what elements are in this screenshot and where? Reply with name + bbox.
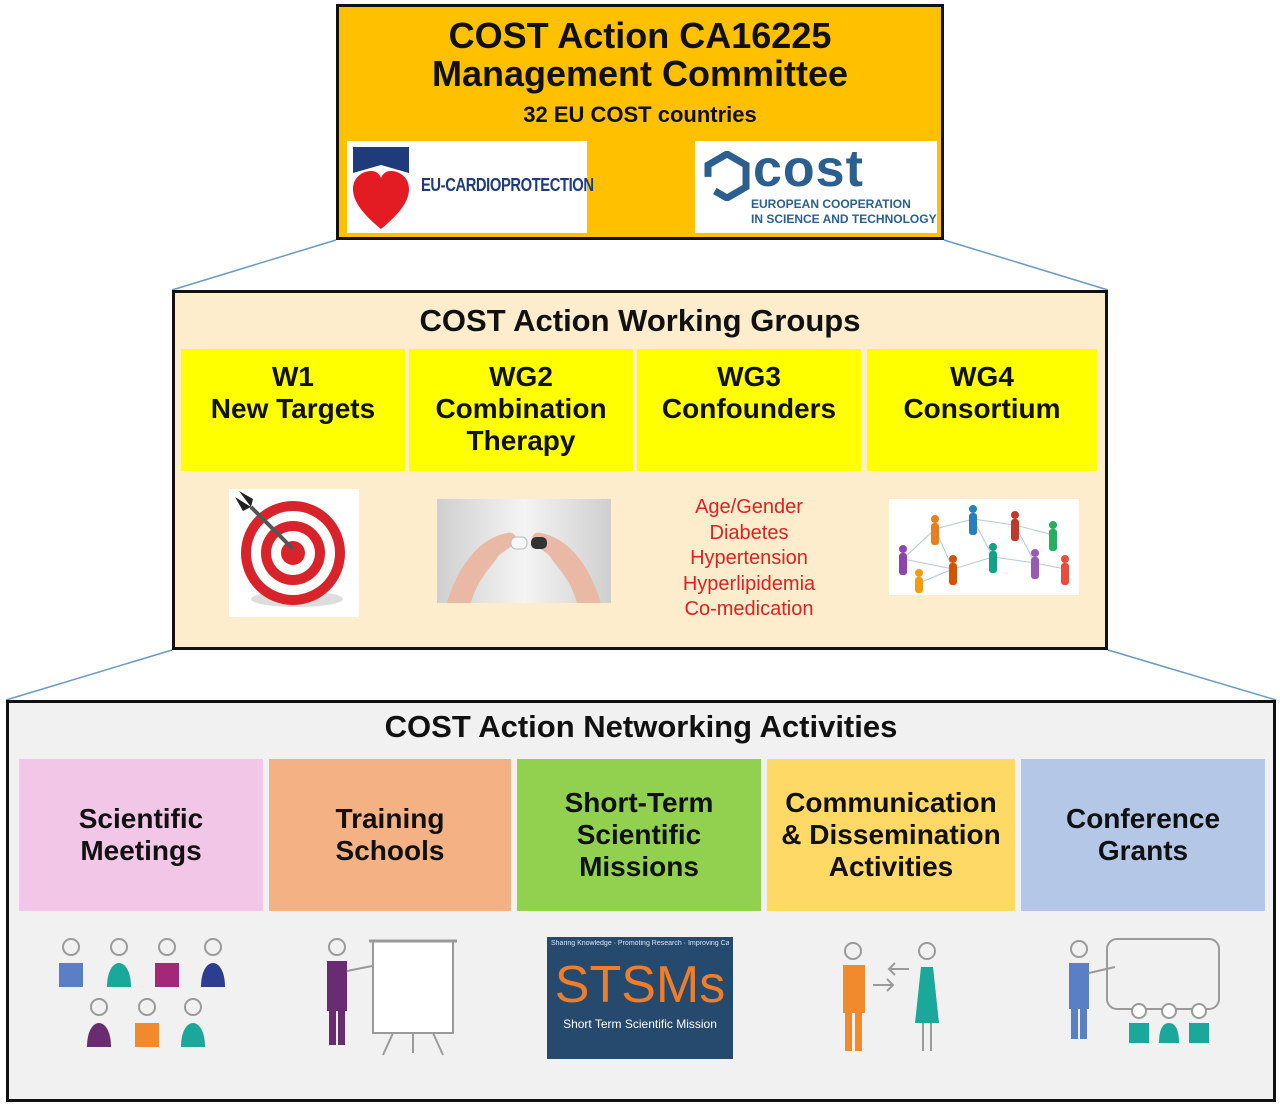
target-dart-image xyxy=(229,489,359,617)
activity-label: Scientific xyxy=(78,803,204,834)
heart-icon xyxy=(353,147,409,229)
activity-label: Activities xyxy=(828,851,954,882)
stsm-card: Sharing Knowledge · Promoting Research ·… xyxy=(547,937,733,1059)
confounder-item: Co-medication xyxy=(684,598,814,620)
mc-title-line1: COST Action CA16225 xyxy=(448,15,832,56)
wg2-code: WG2 xyxy=(489,361,553,392)
networking-activities-box: COST Action Networking Activities Scient… xyxy=(6,700,1276,1102)
activity-label: Communication xyxy=(785,787,997,818)
cost-logo-sub2: IN SCIENCE AND TECHNOLOGY xyxy=(751,212,937,226)
mc-title-line2: Management Committee xyxy=(431,53,849,94)
activity-label: Conference xyxy=(1065,803,1221,834)
wg2-name-line2: Therapy xyxy=(466,425,576,456)
confounder-item: Hyperlipidemia xyxy=(682,572,816,595)
stsm-big-text: STSMs xyxy=(554,956,726,1014)
wg2-cell: WG2 Combination Therapy xyxy=(409,349,633,471)
pills-icon xyxy=(437,499,611,603)
activity-label: & Dissemination xyxy=(781,819,1001,850)
eu-cardioprotection-logo: EU-CARDIOPROTECTION xyxy=(347,141,594,233)
wg1-code: W1 xyxy=(272,361,314,392)
cost-hexagon-icon xyxy=(704,151,750,201)
activity-label: Training xyxy=(335,803,445,834)
activity-communication-dissemination: Communication & Dissemination Activities xyxy=(767,759,1015,911)
cost-logo-text: cost xyxy=(753,140,864,198)
mc-subtitle: 32 EU COST countries xyxy=(523,102,757,127)
activity-scientific-meetings: Scientific Meetings xyxy=(19,759,263,911)
wg4-cell: WG4 Consortium xyxy=(867,349,1097,471)
activity-label: Scientific xyxy=(576,819,702,850)
networking-activities-title: COST Action Networking Activities xyxy=(384,709,898,744)
network-people-icon xyxy=(899,505,1069,593)
wg3-cell: WG3 Confounders xyxy=(637,349,861,471)
cost-logo-sub1: EUROPEAN COOPERATION xyxy=(751,197,911,211)
working-groups-title: COST Action Working Groups xyxy=(419,303,861,338)
network-people-image xyxy=(889,499,1079,595)
wg4-name: Consortium xyxy=(903,393,1061,424)
confounders-list: Age/Gender Diabetes Hypertension Hyperli… xyxy=(637,495,861,623)
activity-training-schools: Training Schools xyxy=(269,759,511,911)
cost-logo: cost EUROPEAN COOPERATION IN SCIENCE AND… xyxy=(695,140,937,233)
target-icon xyxy=(235,491,345,607)
activity-label: Short-Term xyxy=(564,787,714,818)
presenter-board-icon xyxy=(327,938,457,1056)
wg4-code: WG4 xyxy=(950,361,1014,392)
confounder-item: Diabetes xyxy=(709,521,789,544)
meeting-people-icon xyxy=(59,938,225,1047)
conference-presentation-icon xyxy=(1069,938,1220,1043)
activity-label: Schools xyxy=(335,835,445,866)
activity-short-term-scientific-missions: Short-Term Scientific Missions xyxy=(517,759,761,911)
pills-hands-image xyxy=(437,499,611,603)
stsm-header: Sharing Knowledge · Promoting Research ·… xyxy=(551,940,729,947)
communication-people-icon xyxy=(843,942,939,1051)
confounder-item: Hypertension xyxy=(690,547,808,569)
activity-label: Grants xyxy=(1097,835,1189,866)
wg3-name: Confounders xyxy=(661,393,837,424)
confounder-item: Age/Gender xyxy=(695,496,803,518)
working-groups-box: COST Action Working Groups W1 New Target… xyxy=(172,290,1108,650)
stsm-subtext: Short Term Scientific Mission xyxy=(563,1017,717,1031)
wg3-code: WG3 xyxy=(717,361,781,392)
activity-label: Missions xyxy=(579,851,699,882)
activity-label: Meetings xyxy=(80,835,202,866)
management-committee-box: COST Action CA16225 Management Committee… xyxy=(336,4,944,240)
eu-cardioprotection-text: EU-CARDIOPROTECTION xyxy=(421,175,594,195)
wg1-name: New Targets xyxy=(210,393,376,424)
wg1-cell: W1 New Targets xyxy=(181,349,405,471)
activity-conference-grants: Conference Grants xyxy=(1021,759,1265,911)
wg2-name: Combination xyxy=(435,393,607,424)
